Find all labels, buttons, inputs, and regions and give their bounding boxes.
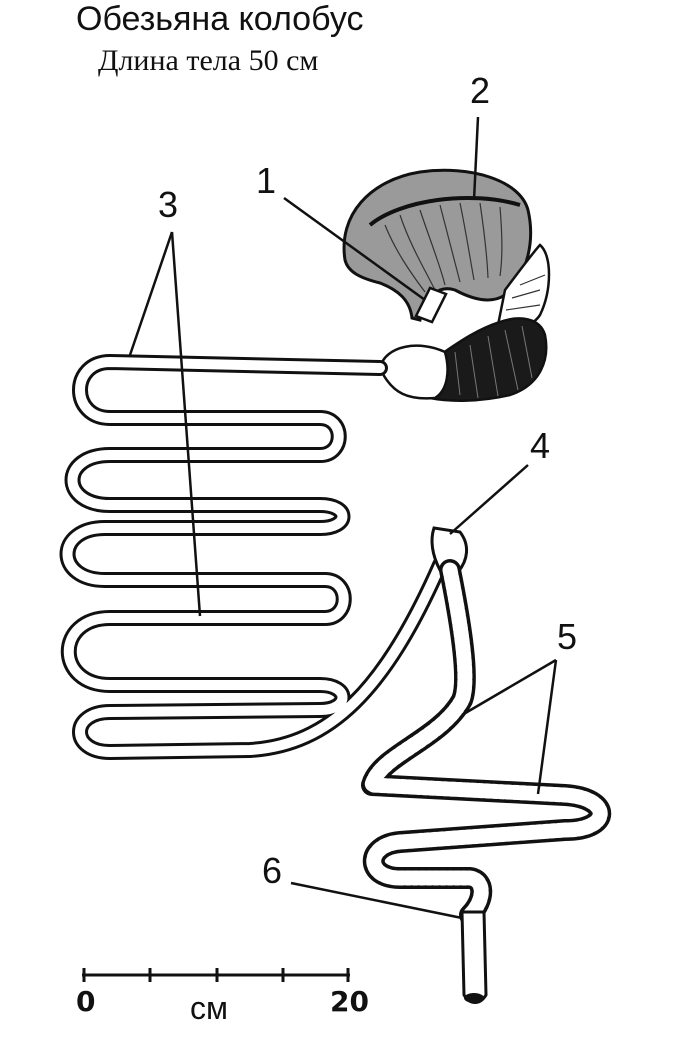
- diagram-title: Обезьяна колобус: [76, 0, 364, 38]
- scale-unit-label: см: [190, 990, 228, 1026]
- label-6: 6: [262, 850, 283, 891]
- diagram-subtitle: Длина тела 50 см: [98, 44, 319, 77]
- small-intestine: [59, 354, 448, 760]
- scale-end-label: 20: [330, 985, 369, 1018]
- scale-bar-line: [82, 968, 350, 982]
- label-3: 3: [158, 184, 179, 225]
- rectum: [460, 910, 488, 1004]
- label-4: 4: [530, 425, 551, 466]
- label-1: 1: [256, 160, 277, 201]
- large-intestine: [361, 559, 611, 926]
- leader-lines: [128, 116, 558, 920]
- label-5: 5: [557, 616, 578, 657]
- scale-start-label: 0: [76, 985, 96, 1018]
- rectum-end: [464, 993, 484, 1003]
- stomach: [342, 168, 551, 330]
- label-2: 2: [470, 70, 491, 111]
- dark-segment: [378, 317, 548, 402]
